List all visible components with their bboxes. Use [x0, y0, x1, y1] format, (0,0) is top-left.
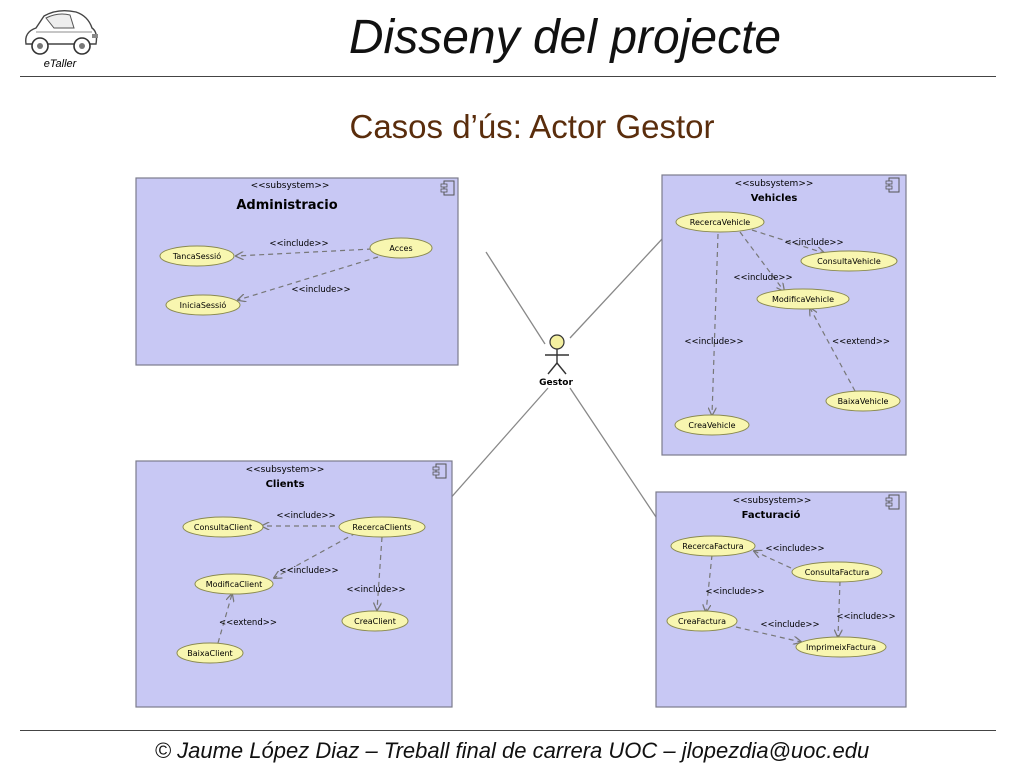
include-line [706, 554, 713, 612]
subsystem-title: Vehicles [751, 193, 798, 204]
subsystem-vehicles: <<subsystem>> Vehicles <<include>> <<inc… [661, 174, 907, 456]
use-case-baixa-client: BaixaClient [176, 642, 244, 664]
assoc-vehicles [569, 223, 677, 339]
actor-gestor: Gestor [539, 334, 573, 388]
svg-text:BaixaClient: BaixaClient [187, 649, 232, 658]
actor-name: Gestor [539, 378, 573, 388]
svg-text:Acces: Acces [389, 244, 412, 253]
etaller-logo: eTaller [18, 6, 98, 76]
use-case-crea-factura: CreaFactura [666, 610, 738, 632]
include-label: <<include>> [291, 285, 350, 295]
subsystem-title: Administracio [236, 198, 337, 213]
assoc-administracio [485, 251, 546, 345]
include-label: <<include>> [705, 587, 764, 597]
use-case-consulta-factura: ConsultaFactura [791, 561, 883, 583]
include-label: <<include>> [836, 612, 895, 622]
component-icon [885, 494, 900, 510]
use-case-modifica-vehicle: ModificaVehicle [756, 288, 850, 310]
svg-text:ConsultaFactura: ConsultaFactura [805, 568, 870, 577]
slide-title: Disseny del projecte [348, 11, 782, 64]
include-label: <<include>> [784, 238, 843, 248]
subsystem-facturacio: <<subsystem>> Facturació <<include>> <<i… [655, 491, 907, 708]
include-label: <<include>> [733, 273, 792, 283]
component-icon [440, 180, 455, 196]
include-label: <<include>> [276, 511, 335, 521]
logo-label: eTaller [43, 58, 77, 70]
extend-label: <<extend>> [832, 337, 890, 347]
stereotype-label: <<subsystem>> [251, 181, 330, 191]
include-label: <<include>> [346, 585, 405, 595]
slide-subtitle: Casos d’ús: Actor Gestor [349, 108, 715, 145]
stereotype-label: <<subsystem>> [246, 465, 325, 475]
extend-label: <<extend>> [219, 618, 277, 628]
svg-text:CreaVehicle: CreaVehicle [688, 421, 735, 430]
use-case-baixa-vehicle: BaixaVehicle [825, 390, 901, 412]
svg-text:BaixaVehicle: BaixaVehicle [838, 397, 889, 406]
use-case-modifica-client: ModificaClient [194, 573, 274, 595]
svg-text:ConsultaVehicle: ConsultaVehicle [817, 257, 881, 266]
svg-text:ModificaClient: ModificaClient [206, 580, 263, 589]
svg-text:RecercaFactura: RecercaFactura [682, 542, 744, 551]
svg-text:ImprimeixFactura: ImprimeixFactura [806, 643, 876, 652]
include-line [739, 231, 784, 291]
svg-text:TancaSessió: TancaSessió [172, 251, 221, 261]
use-case-acces: Acces [369, 237, 433, 259]
extend-line [810, 308, 856, 392]
use-case-inicia-sessio: IniciaSessió [165, 294, 241, 316]
svg-text:ModificaVehicle: ModificaVehicle [772, 295, 834, 304]
include-line [377, 536, 383, 610]
stereotype-label: <<subsystem>> [735, 179, 814, 189]
stereotype-label: <<subsystem>> [733, 496, 812, 506]
include-label: <<include>> [269, 239, 328, 249]
include-label: <<include>> [279, 566, 338, 576]
include-line [751, 229, 824, 253]
use-case-recerca-factura: RecercaFactura [670, 535, 756, 557]
svg-text:IniciaSessió: IniciaSessió [180, 300, 227, 310]
include-line [274, 532, 357, 578]
svg-text:CreaClient: CreaClient [354, 617, 396, 626]
use-case-consulta-vehicle: ConsultaVehicle [800, 250, 898, 272]
subsystem-administracio: <<subsystem>> Administracio <<include>> … [135, 177, 459, 366]
use-case-imprimeix-factura: ImprimeixFactura [795, 636, 887, 658]
svg-text:ConsultaClient: ConsultaClient [194, 523, 252, 532]
component-icon [432, 463, 447, 479]
subsystem-title: Clients [266, 479, 305, 490]
use-case-recerca-vehicle: RecercaVehicle [675, 211, 765, 233]
footer-divider [20, 730, 996, 731]
svg-text:CreaFactura: CreaFactura [678, 617, 726, 626]
include-label: <<include>> [765, 544, 824, 554]
include-line [735, 626, 801, 642]
car-icon [25, 9, 98, 55]
footer-credit: © Jaume López Diaz – Treball final de ca… [154, 738, 870, 763]
subsystem-clients: <<subsystem>> Clients <<include>> <<incl… [135, 460, 453, 708]
include-line [236, 248, 373, 256]
header-divider [20, 76, 996, 77]
use-case-crea-client: CreaClient [341, 610, 409, 632]
svg-text:RecercaClients: RecercaClients [352, 523, 411, 532]
include-line [754, 551, 792, 569]
include-label: <<include>> [684, 337, 743, 347]
include-line [238, 256, 379, 300]
use-case-consulta-client: ConsultaClient [182, 516, 264, 538]
svg-text:RecercaVehicle: RecercaVehicle [690, 218, 751, 227]
subsystem-title: Facturació [742, 509, 801, 521]
include-line [712, 233, 719, 415]
component-icon [885, 177, 900, 193]
use-case-crea-vehicle: CreaVehicle [674, 414, 750, 436]
include-label: <<include>> [760, 620, 819, 630]
include-line [838, 580, 840, 637]
use-case-recerca-clients: RecercaClients [338, 516, 426, 538]
use-case-tanca-sessio: TancaSessió [159, 245, 235, 267]
